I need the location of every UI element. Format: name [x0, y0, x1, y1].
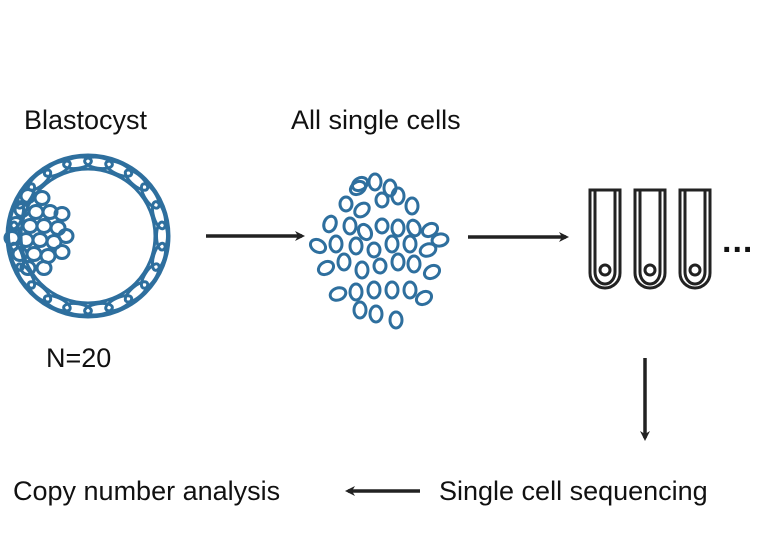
single-cell — [402, 234, 418, 254]
trophectoderm-cell — [123, 280, 150, 304]
trophectoderm-cell — [62, 155, 93, 171]
trophectoderm-cell — [62, 301, 93, 317]
single-cell — [384, 234, 400, 254]
inner-cell — [35, 260, 53, 276]
trophectoderm-cell — [139, 182, 161, 210]
single-cell — [354, 260, 370, 280]
trophectoderm-cell — [150, 241, 168, 272]
dissociated-single-cells — [308, 172, 450, 330]
single-cell — [418, 242, 438, 258]
blastocyst-illustration — [3, 153, 171, 319]
single-cell — [366, 280, 382, 300]
inner-cell-mass — [3, 188, 75, 276]
trophectoderm-cell — [150, 200, 168, 231]
tube-1 — [588, 188, 622, 290]
trophectoderm-cell — [83, 301, 114, 317]
sample-count-label: N=20 — [46, 343, 112, 373]
single-cell — [348, 282, 364, 302]
inner-cell — [25, 246, 43, 262]
trophectoderm-cell — [83, 155, 114, 171]
inner-cell — [49, 220, 67, 236]
trophectoderm-cell — [104, 294, 134, 313]
single-cell-sequencing-label: Single cell sequencing — [439, 476, 708, 506]
trophectoderm-cell — [123, 168, 150, 192]
single-cell — [328, 234, 344, 254]
inner-cell — [19, 260, 37, 276]
inner-cell — [53, 244, 71, 260]
single-cell — [366, 241, 382, 259]
single-cell — [420, 221, 440, 239]
single-cell — [350, 175, 370, 193]
single-cell — [406, 254, 422, 274]
copy-number-analysis-label: Copy number analysis — [13, 476, 281, 506]
sample-tubes — [588, 188, 712, 290]
single-cell — [404, 196, 420, 216]
single-cell — [390, 218, 406, 238]
single-cell — [414, 289, 434, 307]
blastocyst-inner-ring — [19, 167, 157, 305]
single-cell — [368, 304, 384, 324]
single-cell — [367, 172, 383, 192]
single-cell — [390, 252, 406, 272]
single-cell — [374, 217, 390, 235]
single-cell — [372, 257, 388, 275]
inner-cell — [53, 206, 71, 222]
single-cell — [422, 263, 442, 281]
single-cell — [388, 310, 404, 330]
single-cell — [353, 201, 371, 219]
inner-cell — [31, 232, 49, 248]
single-cell — [390, 186, 406, 206]
inner-cell — [33, 190, 51, 206]
single-cell — [402, 280, 418, 300]
tube-3 — [678, 188, 712, 290]
inner-cell — [35, 218, 53, 234]
single-cell — [430, 232, 450, 248]
trophectoderm-cell — [42, 294, 72, 313]
single-cell — [356, 222, 374, 242]
single-cell — [384, 280, 400, 300]
single-cell — [328, 286, 348, 302]
trophectoderm-cell — [104, 159, 134, 178]
tube-2 — [633, 188, 667, 290]
single-cell — [348, 179, 368, 197]
single-cell — [338, 195, 354, 213]
single-cell — [316, 259, 336, 277]
inner-cell — [27, 204, 45, 220]
blastocyst-label: Blastocyst — [24, 105, 148, 135]
single-cell — [322, 214, 338, 234]
all-single-cells-label: All single cells — [291, 105, 461, 135]
single-cell — [406, 218, 422, 238]
single-cell — [352, 300, 368, 320]
inner-cell — [41, 204, 59, 220]
trophectoderm-cell — [139, 262, 161, 290]
single-cell — [374, 191, 390, 209]
single-cell — [308, 237, 328, 255]
trophectoderm-cells — [7, 155, 169, 317]
more-tubes-ellipsis: ... — [722, 222, 754, 260]
trophectoderm-cell — [26, 280, 53, 304]
single-cell — [348, 236, 364, 256]
single-cell — [342, 216, 358, 236]
trophectoderm-cell — [42, 159, 72, 178]
inner-cell — [57, 228, 75, 244]
inner-cell — [21, 218, 39, 234]
trophectoderm-cell — [155, 220, 169, 252]
single-cell — [336, 252, 352, 272]
